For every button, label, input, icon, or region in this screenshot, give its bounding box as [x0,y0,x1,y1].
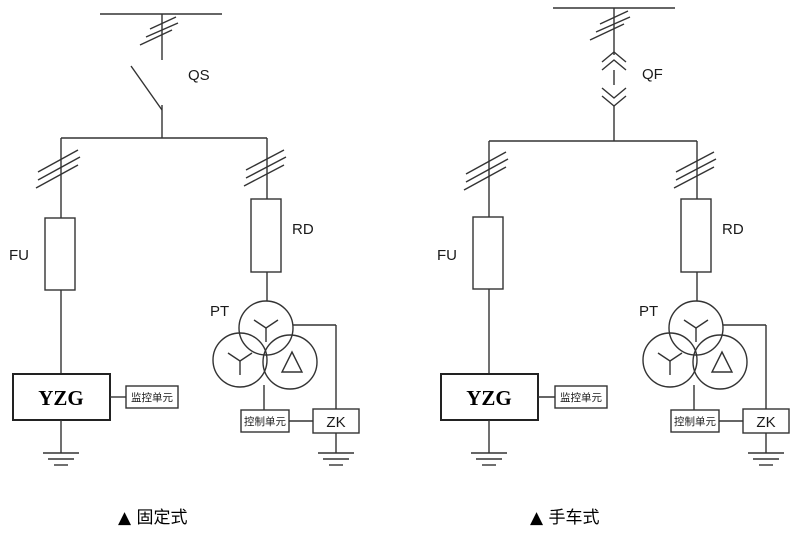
pt-label: PT [210,303,229,320]
ground-icon [318,452,354,466]
rd-label: RD [292,221,314,238]
three-phase-ticks-top [589,10,631,41]
delta-winding-icon [280,350,304,373]
zk-box [312,408,360,434]
ground-icon [471,452,507,466]
control-unit-label: 控制单元 [244,415,286,428]
yzg-label: YZG [38,386,84,410]
delta-winding-icon [710,350,734,373]
control-unit-label: 控制单元 [674,415,716,428]
qs-label: QS [188,67,210,84]
three-phase-ticks-right [243,149,287,187]
fuse-fu [44,217,76,291]
rd-label: RD [722,221,744,238]
star-winding-icon [253,319,279,342]
zk-label: ZK [756,414,775,431]
monitor-unit-label: 监控单元 [131,391,173,404]
star-winding-icon [683,319,709,342]
fuse-rd [250,198,282,273]
three-phase-ticks-top [139,16,179,46]
pt-label: PT [639,303,658,320]
cart-type-diagram: QF FU YZG 监控单元 RD P [437,7,790,528]
disconnect-switch-blade [130,65,163,111]
three-phase-ticks-right [673,151,717,189]
zk-label: ZK [326,414,345,431]
monitor-unit-label: 监控单元 [560,391,602,404]
ground-icon [748,452,784,466]
draw-out-contact-icon [601,51,627,107]
star-winding-icon [657,352,683,375]
three-phase-ticks-left [35,149,81,189]
fixed-type-diagram: QS FU YZG 监控单元 RD [9,13,360,528]
fu-label: FU [437,247,457,264]
pt-transformer [212,300,318,390]
yzg-label: YZG [466,386,512,410]
fixed-type-caption: ▲ 固定式 [118,508,187,528]
star-winding-icon [227,352,253,375]
monitor-unit-box [125,385,179,409]
cart-type-caption: ▲ 手车式 [530,508,599,528]
fu-label: FU [9,247,29,264]
monitor-unit-box [554,385,608,409]
fuse-fu [472,216,504,290]
pt-transformer [642,300,748,390]
three-phase-ticks-left [463,151,509,191]
ground-icon [43,452,79,466]
qf-label: QF [642,66,663,83]
fuse-rd [680,198,712,273]
